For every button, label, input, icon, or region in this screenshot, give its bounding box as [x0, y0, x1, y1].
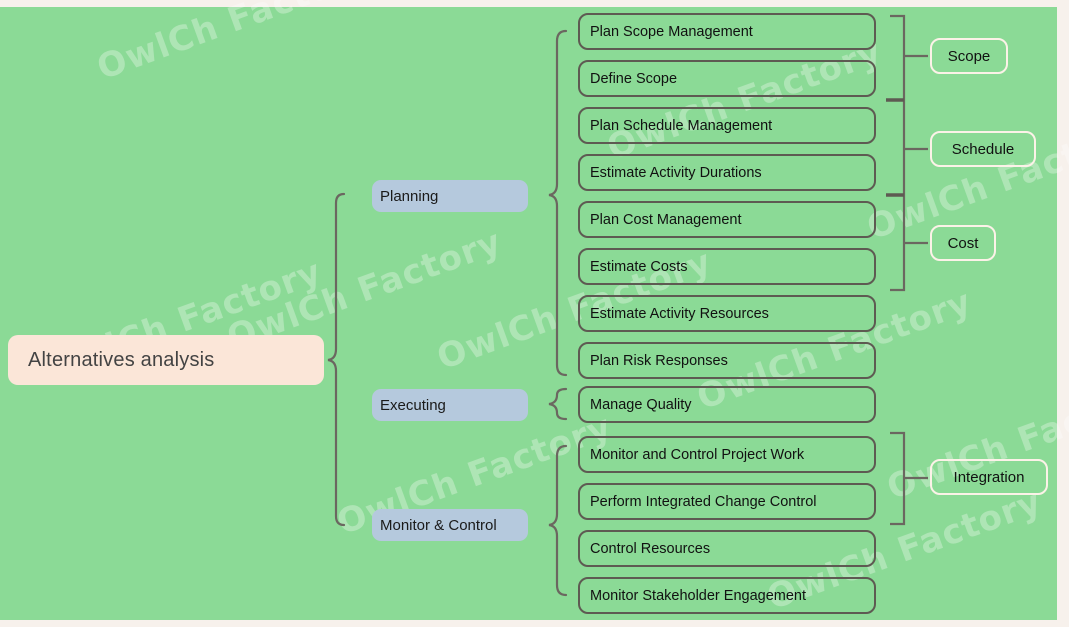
leaf-node[interactable]: Monitor Stakeholder Engagement — [578, 577, 876, 614]
root-node[interactable]: Alternatives analysis — [8, 335, 324, 385]
leaf-node[interactable]: Estimate Activity Durations — [578, 154, 876, 191]
leaf-node[interactable]: Perform Integrated Change Control — [578, 483, 876, 520]
leaf-node[interactable]: Monitor and Control Project Work — [578, 436, 876, 473]
branch-node-label: Planning — [380, 187, 439, 205]
branch-node-label: Executing — [380, 396, 446, 414]
leaf-node[interactable]: Plan Scope Management — [578, 13, 876, 50]
category-node-label: Cost — [947, 234, 979, 252]
leaf-node-label: Plan Scope Management — [590, 23, 753, 40]
leaf-node-label: Plan Schedule Management — [590, 117, 773, 134]
leaf-node[interactable]: Plan Cost Management — [578, 201, 876, 238]
leaf-node-label: Plan Risk Responses — [590, 352, 728, 369]
leaf-node[interactable]: Plan Risk Responses — [578, 342, 876, 379]
leaf-node[interactable]: Plan Schedule Management — [578, 107, 876, 144]
branch-node-label: Monitor & Control — [380, 516, 497, 534]
root-node-label: Alternatives analysis — [28, 348, 215, 371]
category-node-integration[interactable]: Integration — [930, 459, 1048, 495]
leaf-node-label: Estimate Activity Durations — [590, 164, 762, 181]
branch-node-executing[interactable]: Executing — [372, 389, 528, 421]
leaf-node-label: Estimate Activity Resources — [590, 305, 769, 322]
top-left-strip — [0, 0, 140, 7]
leaf-node-label: Plan Cost Management — [590, 211, 742, 228]
leaf-node-label: Control Resources — [590, 540, 711, 557]
leaf-node-label: Manage Quality — [590, 396, 692, 413]
mindmap-canvas — [0, 7, 1057, 620]
leaf-node[interactable]: Define Scope — [578, 60, 876, 97]
category-node-label: Scope — [947, 47, 991, 65]
branch-node-monitor[interactable]: Monitor & Control — [372, 509, 528, 541]
leaf-node[interactable]: Estimate Activity Resources — [578, 295, 876, 332]
leaf-node-label: Monitor and Control Project Work — [590, 446, 805, 463]
leaf-node[interactable]: Estimate Costs — [578, 248, 876, 285]
category-node-label: Schedule — [951, 140, 1015, 158]
category-node-cost[interactable]: Cost — [930, 225, 996, 261]
leaf-node-label: Estimate Costs — [590, 258, 688, 275]
category-node-scope[interactable]: Scope — [930, 38, 1008, 74]
leaf-node-label: Perform Integrated Change Control — [590, 493, 817, 510]
leaf-node[interactable]: Control Resources — [578, 530, 876, 567]
branch-node-planning[interactable]: Planning — [372, 180, 528, 212]
category-node-schedule[interactable]: Schedule — [930, 131, 1036, 167]
leaf-node-label: Define Scope — [590, 70, 678, 87]
leaf-node-label: Monitor Stakeholder Engagement — [590, 587, 807, 604]
leaf-node[interactable]: Manage Quality — [578, 386, 876, 423]
category-node-label: Integration — [953, 468, 1025, 486]
